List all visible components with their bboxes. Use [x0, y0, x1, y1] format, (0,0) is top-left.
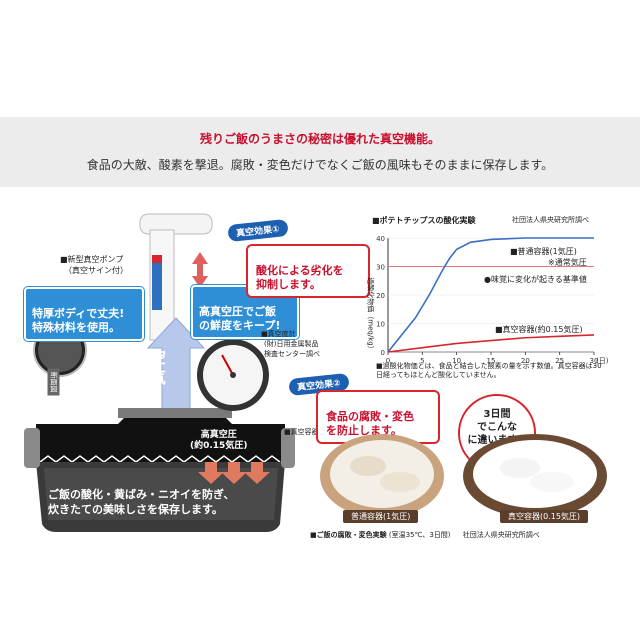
gauge-label: ■真空度計: [261, 330, 296, 338]
chart-title: ■ポテトチップスの酸化実験: [372, 216, 476, 225]
x-tick-label: 25: [555, 357, 564, 365]
series-line-1: [387, 334, 595, 353]
pump-sublabel: （真空サイン付）: [64, 266, 128, 275]
header-banner: 残りご飯のうまさの秘密は優れた真空機能。 食品の大敵、酸素を撃退。腐敗・変色だけ…: [0, 117, 640, 187]
bowl-caption-source: 社団法人県央研究所調べ: [462, 531, 540, 539]
normal-bowl-drawing: [320, 434, 444, 518]
series-line-0: [387, 237, 594, 353]
legend-normal-note: ※通常気圧: [548, 258, 587, 267]
vacuum-container-illustration: [0, 200, 300, 540]
gauge-sublabel-1: (財)日用金属製品: [264, 340, 319, 348]
air-label: 空 気: [149, 348, 166, 387]
effect2-text: 食品の腐敗・変色 を防止します。: [326, 410, 414, 437]
pump-label: ■新型真空ポンプ: [60, 255, 124, 264]
vacuum-keep-text: 高真空圧でご飯 の鮮度をキープ!: [199, 305, 281, 332]
y-tick-label: 30: [376, 264, 385, 272]
bowl-caption-title: ■ご飯の腐敗・変色実験: [310, 531, 387, 539]
vacuum-bowl-label: 真空容器(0.15気圧): [500, 510, 589, 523]
y-tick-label: 10: [376, 321, 385, 329]
x-tick-label: 0: [386, 357, 390, 365]
container-drawing: [24, 213, 295, 532]
gauge-sublabel-2: 検査センター調べ: [264, 350, 320, 358]
x-tick-label: 5: [420, 357, 424, 365]
chart-source: 社団法人県央研究所調べ: [512, 216, 589, 224]
y-tick-label: 20: [376, 292, 385, 300]
thick-body-callout: 特厚ボディで丈夫! 特殊材料を使用。: [24, 287, 144, 341]
high-vacuum-label: 高真空圧 (約0.15気圧): [190, 430, 247, 452]
vacuum-bowl-drawing: [463, 434, 607, 518]
x-tick-label: 10: [452, 357, 461, 365]
vacuum-container-bowl: [460, 428, 610, 520]
effect1-text: 酸化による劣化を 抑制します。: [256, 264, 344, 291]
section-view-label: 断面図: [47, 368, 60, 396]
threshold-note: ●味覚に変化が起きる基準値: [484, 275, 587, 284]
normal-container-bowl: [318, 428, 446, 520]
thick-body-text: 特厚ボディで丈夫! 特殊材料を使用。: [32, 307, 125, 334]
high-vacuum-line1: 高真空圧: [200, 430, 237, 440]
banner-subtitle: 食品の大敵、酸素を撃退。腐敗・変色だけでなくご飯の風味もそのままに保存します。: [86, 158, 554, 172]
bowl-caption-cond: (室温35℃、3日間): [388, 531, 451, 539]
chart-footnote: ■過酸化物価とは、食品と結合した酸素の量を示す数値。真空容器は30日経ってもほと…: [376, 362, 602, 379]
legend-vacuum: ■真空容器(約0.15気圧): [495, 325, 583, 334]
bottom-message: ご飯の酸化・黄ばみ・ニオイを防ぎ、 炊きたての美味しさを保存します。: [48, 488, 235, 516]
effect1-callout: 酸化による劣化を 抑制します。: [246, 244, 370, 298]
bowl-caption: ■ご飯の腐敗・変色実験 (室温35℃、3日間) 社団法人県央研究所調べ: [310, 530, 540, 540]
legend-normal: ■普通容器(1気圧): [510, 247, 577, 256]
y-tick-label: 0: [381, 349, 385, 357]
banner-title: 残りご飯のうまさの秘密は優れた真空機能。: [199, 132, 440, 146]
normal-bowl-label: 普通容器(1気圧): [343, 510, 419, 523]
y-tick-label: 40: [376, 235, 385, 243]
x-tick-label: 15: [487, 357, 496, 365]
x-unit-label: (日): [596, 357, 609, 365]
container-label: ■真空容器: [284, 428, 319, 436]
high-vacuum-line2: (約0.15気圧): [190, 441, 248, 451]
x-tick-label: 30: [590, 357, 599, 365]
x-tick-label: 20: [521, 357, 530, 365]
